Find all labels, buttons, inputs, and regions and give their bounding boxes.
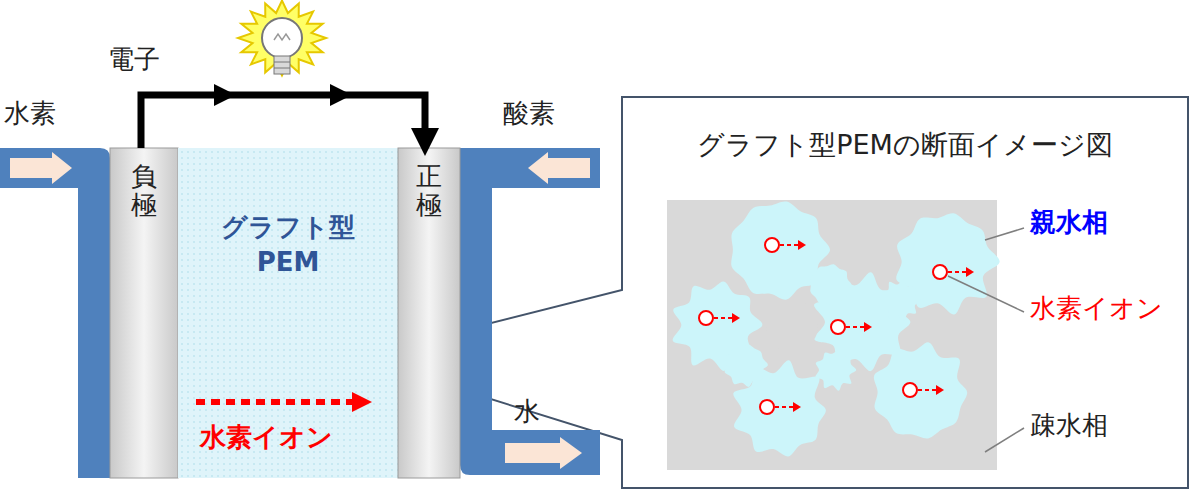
edge-label: 電子: [108, 44, 160, 75]
bulb-base: [274, 56, 290, 74]
inflow-arrow: [10, 152, 72, 184]
outflow-arrow: [505, 437, 582, 469]
leader-line: [985, 228, 1024, 240]
proton-marker: [933, 265, 974, 279]
hydrophilic-domain: [810, 264, 851, 305]
proton-direction: [918, 389, 936, 391]
callout-outline: [356, 97, 1188, 488]
proton: [765, 238, 779, 252]
proton-arrow: [196, 399, 352, 405]
leader-line: [985, 428, 1024, 452]
proton-arrowhead: [732, 313, 740, 323]
proton-arrowhead: [966, 267, 974, 277]
proton: [933, 265, 947, 279]
ion-flow-label: 水素イオン: [200, 420, 333, 455]
callout-title: グラフト型PEMの断面イメージ図: [697, 127, 1113, 163]
inflow-arrow: [528, 152, 590, 184]
proton-marker: [831, 320, 872, 334]
membrane-name: グラフト型 PEM: [208, 210, 368, 280]
proton-arrowhead: [793, 402, 801, 412]
proton-markers: [699, 238, 974, 414]
oxygen-flange: [460, 148, 600, 475]
ion-label: 水素イオン: [1030, 293, 1163, 324]
pem-fill: [178, 148, 398, 478]
proton: [699, 311, 713, 325]
proton: [831, 320, 845, 334]
anode-fill: [110, 148, 178, 478]
electrode-name: 負極: [131, 162, 157, 219]
light-burst: [238, 1, 326, 76]
edge-group: [141, 95, 425, 148]
outlet-label: 水: [514, 396, 540, 427]
base-thread: [274, 62, 290, 63]
electron-wire: [141, 95, 425, 148]
proton-marker: [760, 400, 801, 414]
hydrophilic-domain: [880, 280, 920, 321]
proton-direction: [780, 244, 798, 246]
proton-arrowhead: [864, 322, 872, 332]
electrode-name: 正極: [416, 162, 442, 219]
hydrophilic-domain: [874, 342, 967, 438]
proton: [760, 400, 774, 414]
gas-inlet-label: 水素: [4, 98, 56, 129]
bulb-glass: [262, 18, 302, 58]
proton-marker: [765, 238, 806, 252]
proton: [903, 383, 917, 397]
proton-arrowhead: [936, 385, 944, 395]
graft-pem: グラフト型 PEM 水素イオン: [178, 148, 398, 478]
light-bulb: [238, 1, 326, 76]
proton-direction: [948, 271, 966, 273]
hydrophilic-domain: [725, 345, 768, 387]
proton-arrowhead: [798, 240, 806, 250]
hydrogen-flange: [0, 148, 110, 478]
proton-direction: [775, 406, 793, 408]
proton-arrowhead: [352, 392, 372, 412]
gas-inlet-label: 酸素: [503, 98, 555, 129]
cathode-fill: [398, 148, 460, 478]
base-thread: [274, 68, 290, 69]
proton-marker: [699, 311, 740, 325]
proton-marker: [903, 383, 944, 397]
proton-direction: [846, 326, 864, 328]
hydrophilic-phase: [673, 201, 1000, 456]
hydrophobic-hole: [766, 300, 818, 352]
phase-label: 疎水相: [1030, 410, 1108, 441]
proton-direction: [714, 317, 732, 319]
phase-label: 親水相: [1030, 207, 1108, 238]
cathode-electrode: 正極: [398, 148, 460, 478]
filament: [274, 34, 290, 40]
hydrophilic-domain: [816, 351, 857, 391]
pem-texture: [178, 148, 398, 478]
anode-electrode: 負極: [110, 148, 178, 478]
leader-line: [948, 276, 1024, 312]
